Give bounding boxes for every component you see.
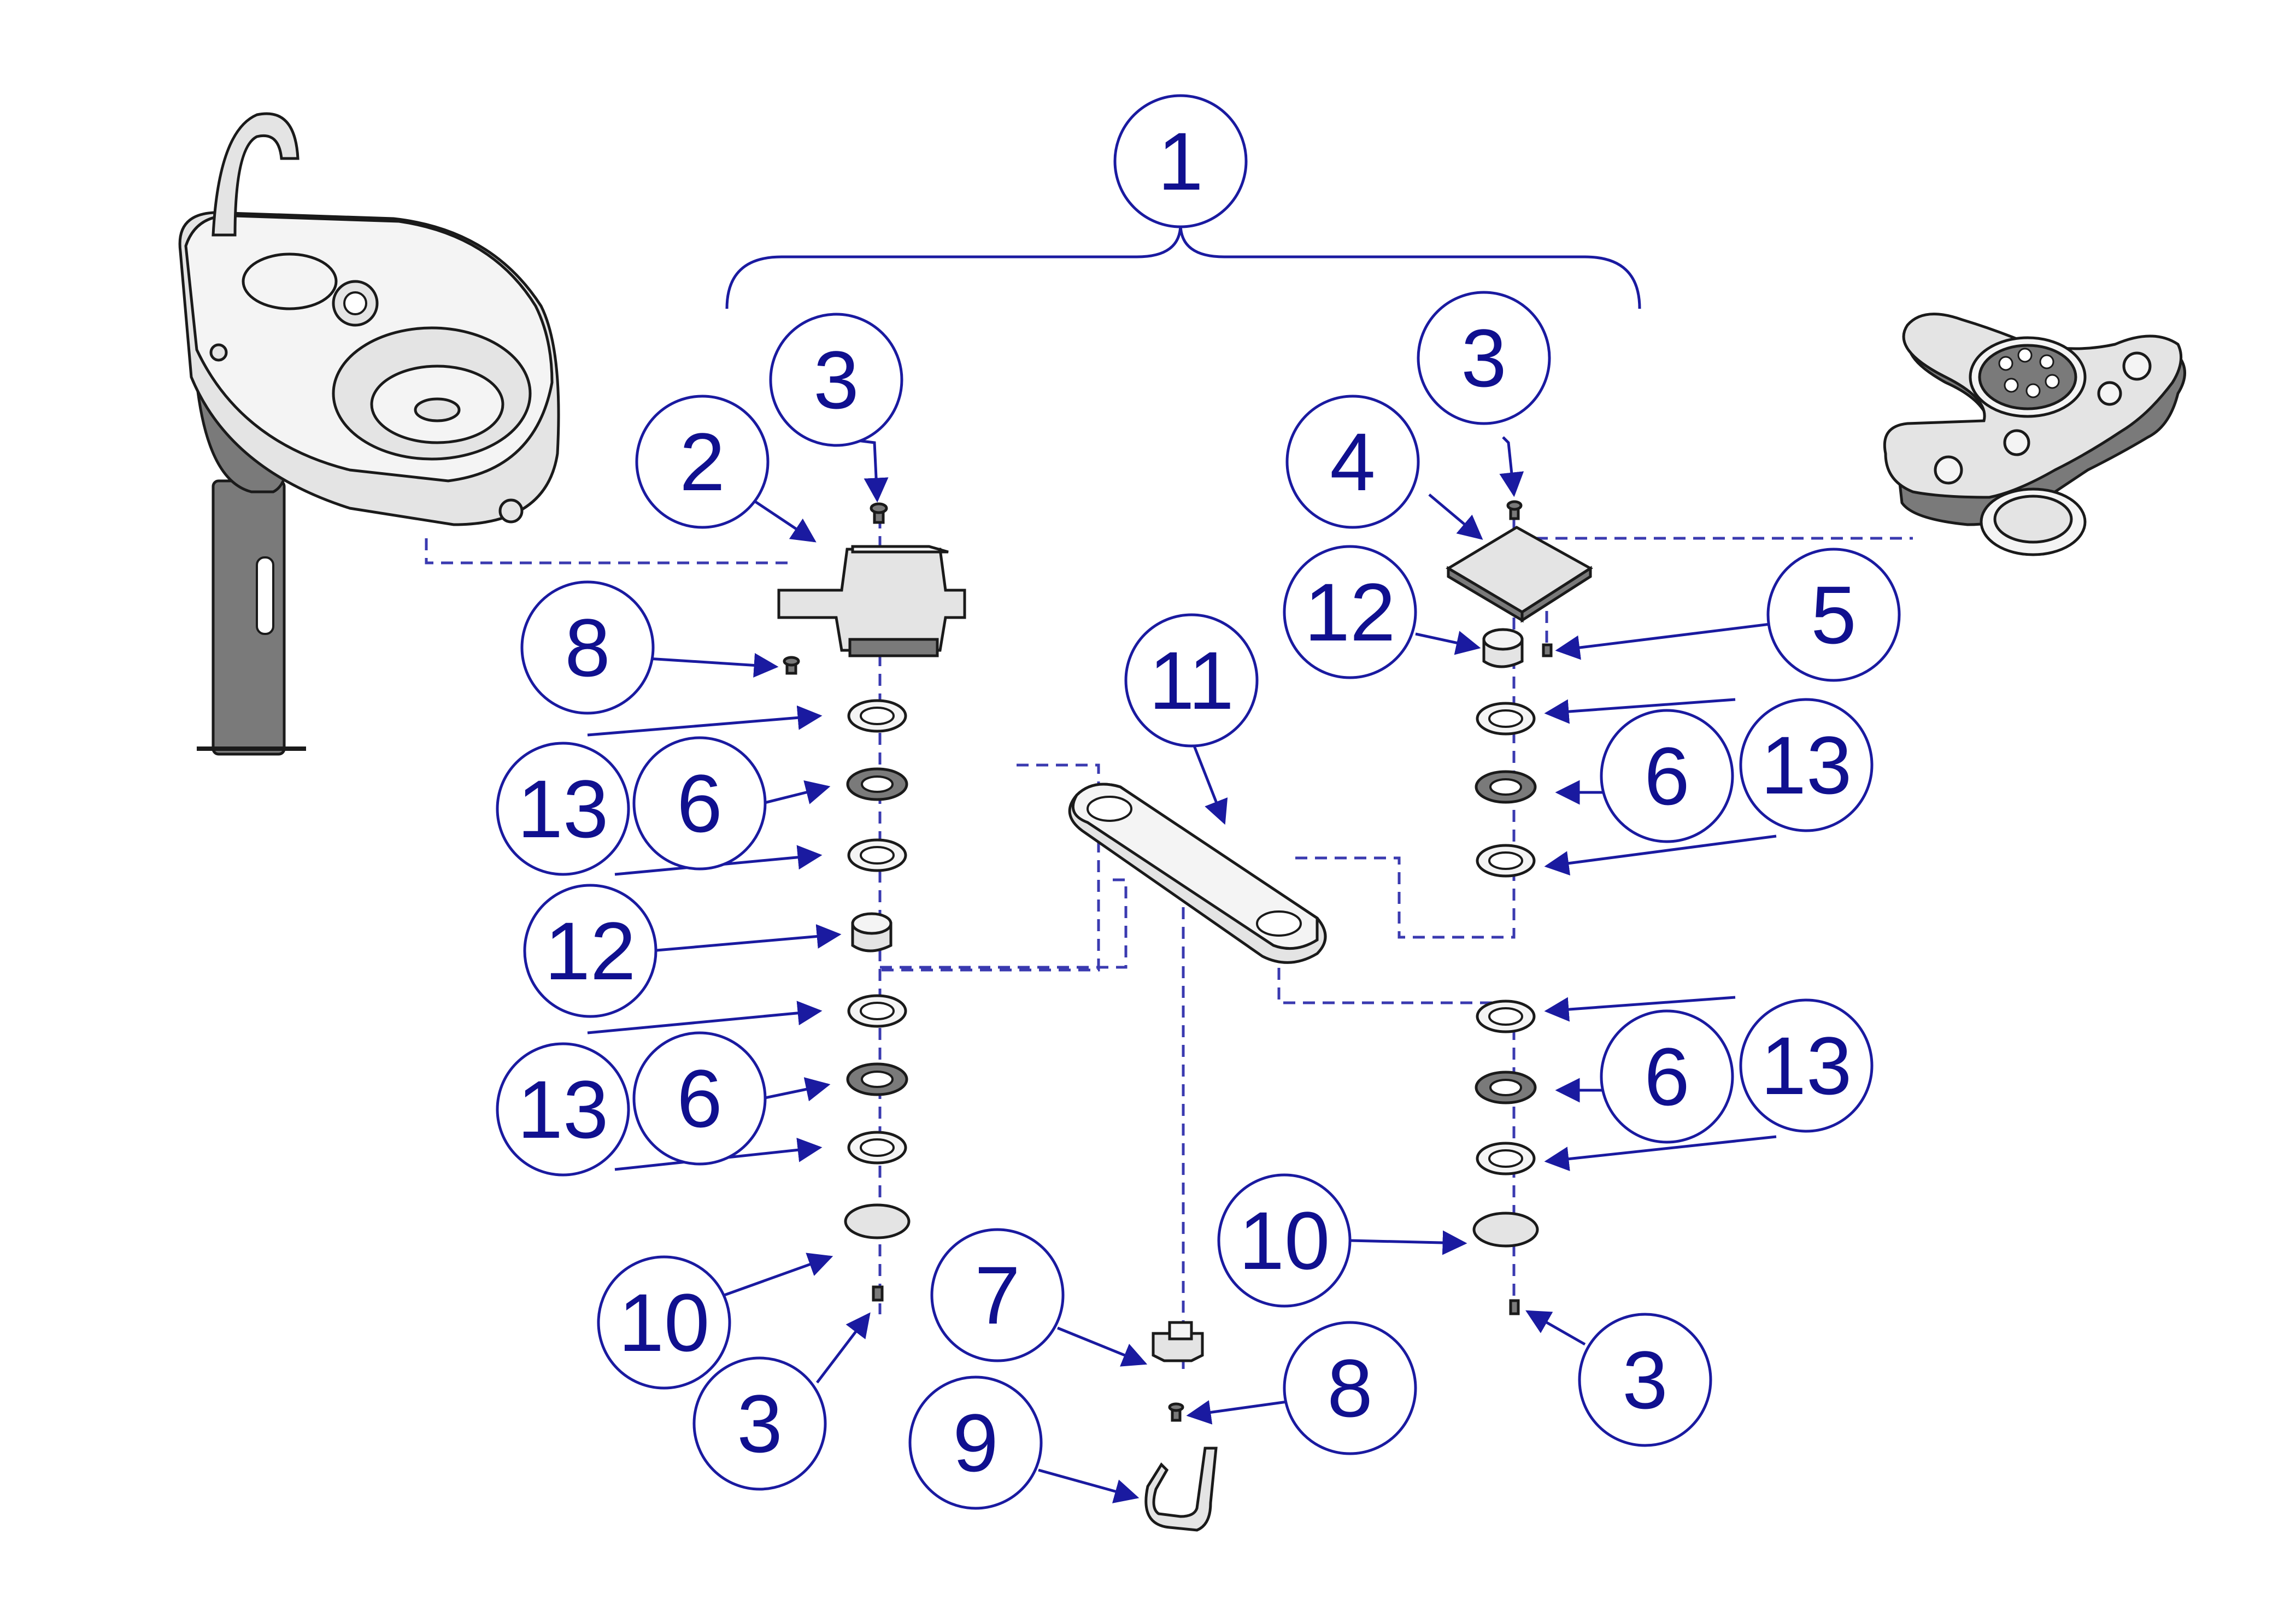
svg-text:12: 12 xyxy=(545,905,636,997)
callout-13-right-lower: 13 xyxy=(1739,998,1874,1133)
leader-lines xyxy=(587,436,1780,1503)
callout-10-right: 10 xyxy=(1217,1173,1352,1308)
callout-8-left: 8 xyxy=(520,580,655,715)
svg-text:1: 1 xyxy=(1158,115,1203,207)
callout-1: 1 xyxy=(1113,94,1248,228)
bracket-plate-2 xyxy=(777,548,966,652)
svg-text:11: 11 xyxy=(1149,634,1234,726)
callout-9: 9 xyxy=(908,1375,1043,1510)
svg-text:6: 6 xyxy=(1644,1031,1689,1122)
callout-3-top-right: 3 xyxy=(1417,291,1551,425)
callout-2: 2 xyxy=(635,395,770,529)
callout-12-left: 12 xyxy=(523,884,657,1018)
callout-3-bottom-right: 3 xyxy=(1578,1313,1712,1447)
callout-11: 11 xyxy=(1124,613,1259,748)
callout-6-right-lower: 6 xyxy=(1600,1009,1734,1144)
plate-4 xyxy=(1446,526,1593,614)
callout-6-right-upper: 6 xyxy=(1600,709,1734,843)
svg-text:3: 3 xyxy=(737,1378,782,1469)
link-arm-11 xyxy=(1068,783,1327,964)
screw-5 xyxy=(1542,643,1553,657)
svg-text:13: 13 xyxy=(518,1063,609,1155)
cuspidor-unit xyxy=(178,112,560,756)
callout-7: 7 xyxy=(930,1228,1065,1362)
svg-text:2: 2 xyxy=(679,416,725,508)
svg-text:6: 6 xyxy=(1644,730,1689,822)
callout-6-left-lower: 6 xyxy=(632,1031,767,1166)
left-stack xyxy=(777,502,966,1302)
svg-text:12: 12 xyxy=(1305,566,1396,658)
callout-12-right: 12 xyxy=(1283,545,1417,679)
callout-13-right-upper: 13 xyxy=(1739,698,1874,832)
svg-text:3: 3 xyxy=(813,334,859,426)
svg-text:9: 9 xyxy=(953,1397,998,1489)
svg-text:8: 8 xyxy=(565,602,610,693)
right-stack xyxy=(1446,500,1593,1315)
cap-10-right xyxy=(1472,1212,1539,1248)
callout-13-left-lower: 13 xyxy=(496,1042,630,1177)
svg-text:6: 6 xyxy=(677,757,722,849)
svg-text:4: 4 xyxy=(1330,416,1375,508)
svg-text:8: 8 xyxy=(1327,1342,1372,1434)
screw-3-bottom-right xyxy=(1509,1299,1520,1315)
screw-3-bottom-left xyxy=(872,1285,884,1302)
callout-3-top-left: 3 xyxy=(769,313,903,447)
faucet-spout xyxy=(212,112,300,237)
bottom-center-parts xyxy=(1144,1321,1218,1532)
control-panel-unit xyxy=(1883,313,2186,556)
svg-text:3: 3 xyxy=(1461,312,1506,404)
callout-3-bottom-left: 3 xyxy=(692,1356,827,1491)
cable-tie-9 xyxy=(1144,1447,1218,1532)
callout-5: 5 xyxy=(1766,548,1901,682)
svg-text:13: 13 xyxy=(1761,1020,1852,1112)
svg-text:5: 5 xyxy=(1811,569,1856,661)
svg-text:7: 7 xyxy=(974,1249,1020,1341)
callout-8-bottom: 8 xyxy=(1283,1321,1417,1455)
svg-text:10: 10 xyxy=(619,1277,710,1368)
cap-10-left xyxy=(844,1203,911,1239)
svg-text:13: 13 xyxy=(1761,719,1852,811)
svg-text:13: 13 xyxy=(518,763,609,855)
callout-6-left-upper: 6 xyxy=(632,736,767,871)
svg-text:6: 6 xyxy=(677,1053,722,1144)
callout-13-left-upper: 13 xyxy=(496,742,630,876)
svg-text:10: 10 xyxy=(1239,1195,1330,1286)
callout-10-left: 10 xyxy=(597,1255,731,1390)
callout-4: 4 xyxy=(1285,395,1420,529)
svg-text:3: 3 xyxy=(1622,1334,1667,1426)
